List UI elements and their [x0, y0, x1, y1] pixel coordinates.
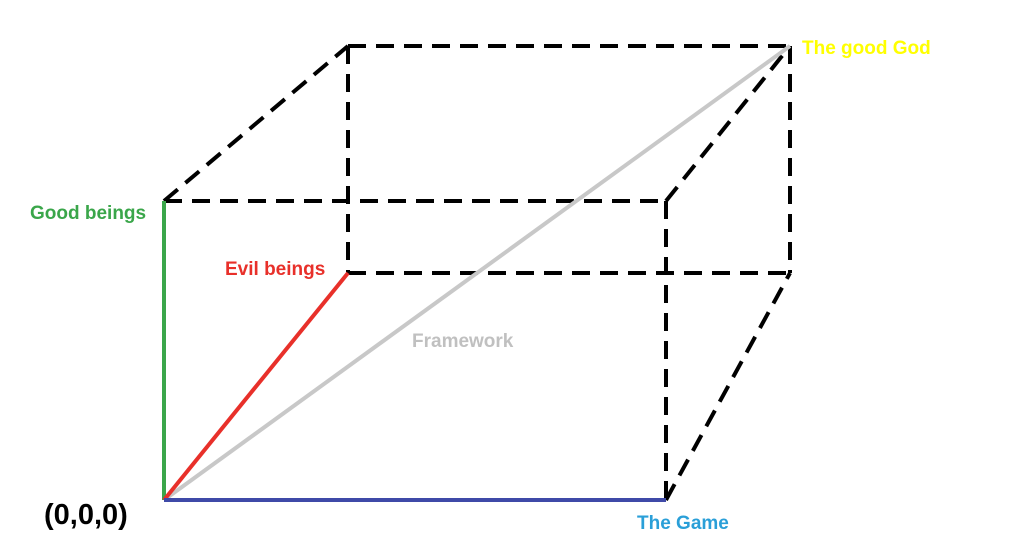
framework-diagonal	[162, 44, 792, 502]
label-good-god: The good God	[802, 38, 931, 59]
edge-top-right-slant	[664, 44, 792, 203]
label-the-game: The Game	[637, 513, 729, 534]
edge-top-left-slant	[162, 44, 350, 203]
label-evil-beings: Evil beings	[225, 259, 325, 280]
label-good-beings: Good beings	[30, 203, 146, 224]
label-origin: (0,0,0)	[44, 499, 128, 531]
dashed-cube-edges	[162, 44, 792, 501]
evil-axis	[162, 271, 350, 502]
label-framework: Framework	[412, 331, 514, 352]
edge-bottom-right-slant	[664, 272, 792, 501]
